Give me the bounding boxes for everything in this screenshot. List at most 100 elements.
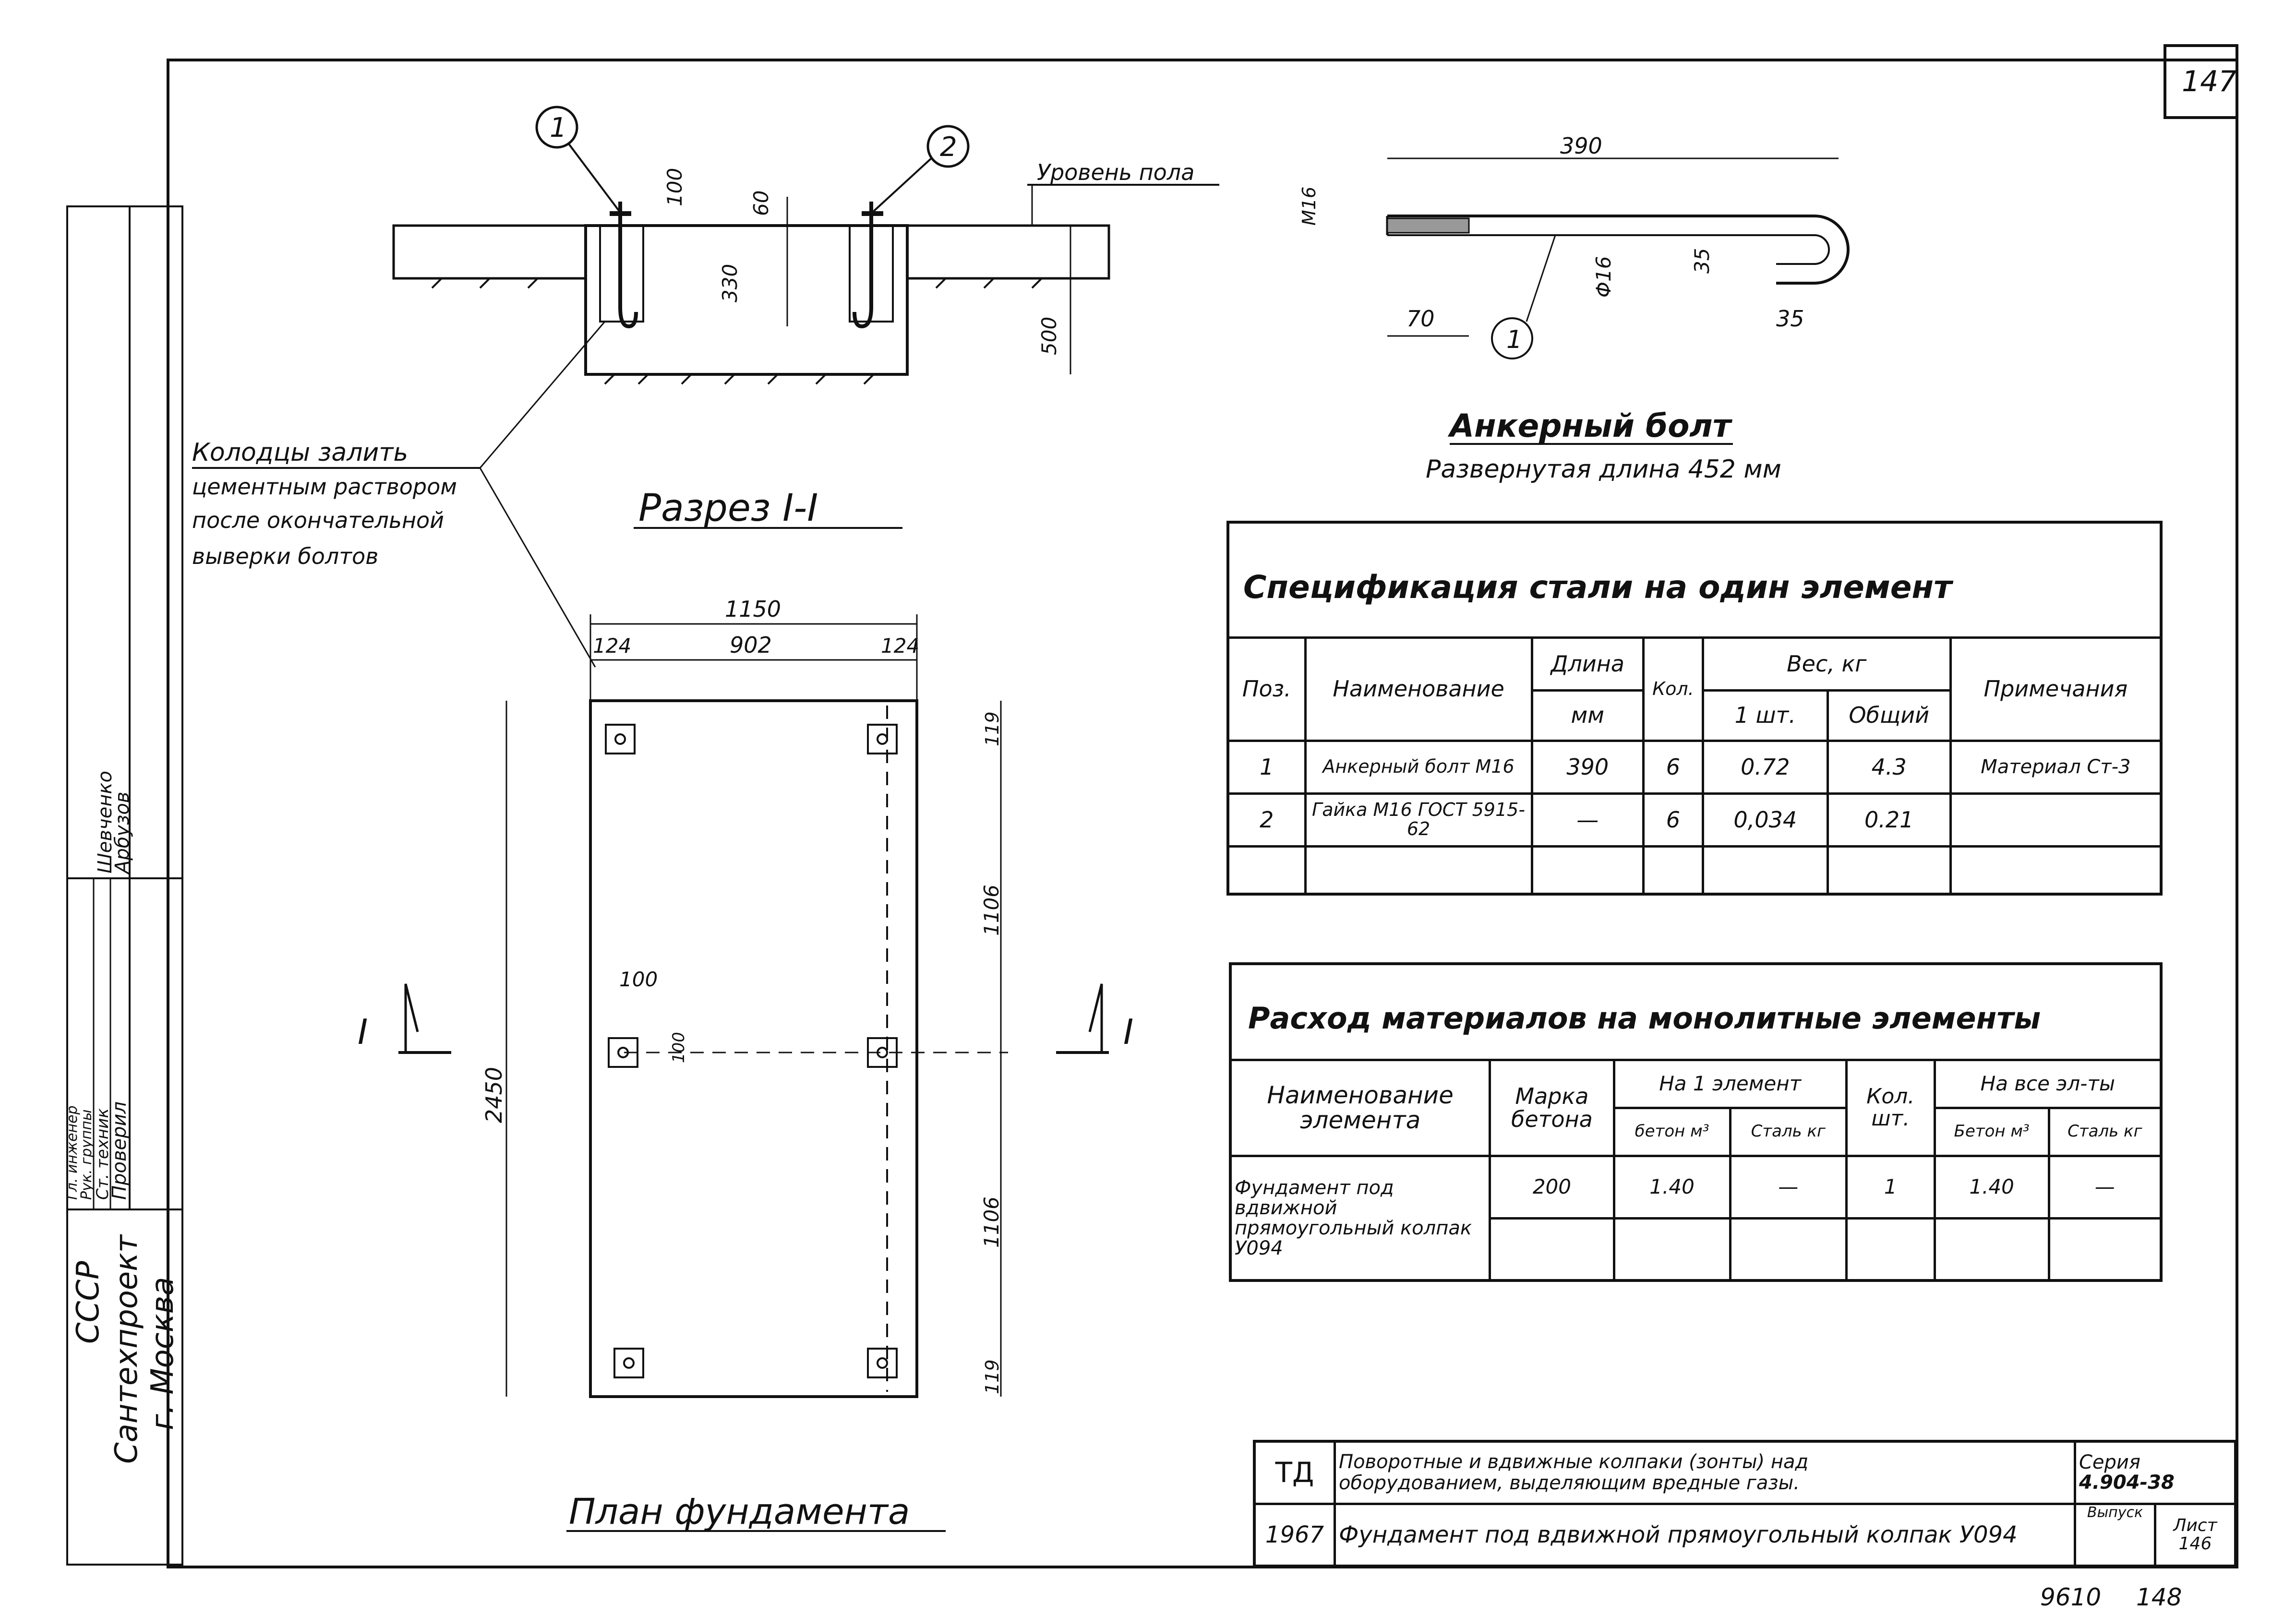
materials-cell-steel-all: — (2047, 1154, 2163, 1220)
materials-header-name: Наименование элемента (1229, 1058, 1491, 1157)
bolt-callout-label: 1 (1506, 325, 1522, 354)
grout-note: Колодцы залить цементным раствором после… (192, 321, 606, 668)
materials-header-concrete-all: Бетон м³ (1933, 1106, 2050, 1157)
title-block-sheet-label: Лист (2173, 1515, 2217, 1535)
stamp-role-3: Ст. техник (93, 1108, 112, 1200)
floor-slab-right (906, 224, 1110, 280)
spec-cell-qty: 6 (1642, 739, 1704, 795)
spec-header-length: Длина (1530, 636, 1645, 692)
spec-cell-pos: 2 (1226, 792, 1307, 848)
materials-header-steel: Сталь кг (1729, 1106, 1848, 1157)
sheet-number: 147 (2182, 65, 2237, 98)
spec-cell-pos: 1 (1226, 739, 1307, 795)
section-mark-left: I (358, 1012, 368, 1052)
bolt-shape (1387, 215, 1850, 285)
materials-row: Фундамент под вдвижной прямоугольный кол… (1229, 1154, 2163, 1282)
plan-dim-119b: 119 (982, 1359, 1003, 1394)
title-block: ТД Поворотные и вдвижные колпаки (зонты)… (1253, 1440, 2237, 1567)
callout-2 (926, 125, 970, 168)
spec-header-qty: Кол. (1642, 636, 1704, 742)
title-block-series-value: 4.904-38 (2079, 1471, 2175, 1494)
spec-row-empty (1226, 845, 2163, 896)
plan-dim-1106a: 1106 (980, 885, 1003, 936)
spec-cell-length: — (1530, 792, 1645, 848)
title-block-sheet-title: Фундамент под вдвижной прямоугольный кол… (1334, 1502, 2076, 1567)
stamp-role-4: Проверил (108, 1101, 131, 1200)
title-block-desc: Поворотные и вдвижные колпаки (зонты) на… (1334, 1440, 2076, 1505)
materials-header-per-element: На 1 элемент (1612, 1058, 1848, 1109)
section-view: 1 2 Уровень пола 100 60 330 500 Разрез I… (392, 106, 1219, 530)
spec-cell-per-unit: 0,034 (1701, 792, 1829, 848)
plan-dim-100h: 100 (669, 1032, 688, 1063)
materials-cell-concrete: 1.40 (1612, 1154, 1731, 1220)
bolt-dim-d16: Φ16 (1592, 256, 1615, 298)
bolt-dim-390: 390 (1560, 133, 1602, 159)
spec-cell-total: 0.21 (1826, 792, 1952, 848)
spec-header-notes: Примечания (1949, 636, 2163, 742)
spec-header-weight: Вес, кг (1701, 636, 1952, 692)
stamp-org-line1: СССР (71, 1261, 106, 1344)
plan-outline (589, 699, 918, 1398)
title-block-issue: Выпуск (2074, 1502, 2156, 1567)
bolt-dim-35b: 35 (1776, 306, 1804, 332)
materials-cell-concrete-all: 1.40 (1933, 1154, 2050, 1220)
footer-left: 9610 (2040, 1583, 2101, 1611)
bolt-subtitle: Развернутая длина 452 мм (1426, 455, 1781, 484)
materials-header-grade-line2: бетона (1511, 1106, 1593, 1132)
materials-header-grade-line1: Марка (1515, 1083, 1589, 1109)
stamp-role-2: Рук. группы (78, 1109, 95, 1200)
stamp-org-line2: Сантехпроект (109, 1234, 144, 1464)
bolt-dim-m16: M16 (1298, 187, 1320, 226)
plan-dim-124a: 124 (593, 634, 631, 658)
materials-cell-grade: 200 (1489, 1154, 1615, 1220)
materials-header-qty-line1: Кол. (1866, 1084, 1915, 1109)
sheet-frame (167, 59, 2238, 1568)
callout-1-label: 1 (550, 112, 567, 144)
title-block-td: ТД (1253, 1440, 1336, 1505)
materials-header-all-elements: На все эл-ты (1933, 1058, 2163, 1109)
spec-cell-notes: Материал Ст-3 (1949, 739, 2163, 795)
sheet-number-box (2164, 44, 2238, 119)
anchor-bolt-right (853, 202, 873, 329)
foundation-plan: 1150 124 902 124 2450 119 1106 1106 119 … (358, 596, 1133, 1532)
plan-dim-1150: 1150 (725, 596, 781, 622)
plan-dim-124b: 124 (881, 634, 919, 658)
materials-header-name-line2: элемента (1300, 1106, 1421, 1134)
plan-dim-2450: 2450 (481, 1067, 507, 1123)
materials-header-concrete: бетон м³ (1612, 1106, 1731, 1157)
spec-cell-length: 390 (1530, 739, 1645, 795)
spec-header-pos: Поз. (1226, 636, 1307, 742)
bolt-dim-70: 70 (1406, 306, 1435, 332)
materials-cell-steel: — (1729, 1154, 1848, 1220)
spec-cell-name: Гайка M16 ГОСТ 5915-62 (1304, 792, 1533, 848)
materials-header-qty-line2: шт. (1871, 1106, 1910, 1131)
title-block-sheet-value: 146 (2178, 1533, 2212, 1554)
footer-right: 148 (2136, 1583, 2182, 1611)
bolt-dim-35a: 35 (1690, 248, 1714, 274)
bolt-title: Анкерный болт (1447, 407, 1733, 444)
note-line-2: цементным раствором (192, 474, 457, 500)
spec-cell-notes (1949, 792, 2163, 848)
plan-dim-902: 902 (730, 632, 772, 658)
materials-header-name-line1: Наименование (1267, 1081, 1454, 1109)
floor-slab-left (392, 224, 587, 280)
spec-header-length-unit: мм (1530, 689, 1645, 742)
title-block-sheet: Лист 146 (2154, 1502, 2237, 1567)
callout-2-label: 2 (940, 132, 957, 163)
floor-level-label: Уровень пола (1037, 159, 1194, 185)
spec-header-total: Общий (1826, 689, 1952, 742)
plan-dim-1106b: 1106 (980, 1196, 1003, 1248)
title-block-desc-line1: Поворотные и вдвижные колпаки (зонты) на… (1339, 1451, 1809, 1473)
note-line-1: Колодцы залить (192, 438, 408, 467)
materials-header-grade: Марка бетона (1489, 1058, 1615, 1157)
note-line-3: после окончательной (192, 507, 444, 533)
section-dim-330: 330 (718, 264, 742, 302)
section-dim-100: 100 (663, 168, 686, 206)
spec-cell-per-unit: 0.72 (1701, 739, 1829, 795)
materials-cell-qty: 1 (1845, 1154, 1936, 1220)
left-stamp: СССР Сантехпроект г. Москва Гл. инженер … (64, 205, 183, 1566)
stamp-org-line3: г. Москва (145, 1277, 180, 1430)
spec-cell-qty: 6 (1642, 792, 1704, 848)
materials-header-steel-all: Сталь кг (2047, 1106, 2163, 1157)
